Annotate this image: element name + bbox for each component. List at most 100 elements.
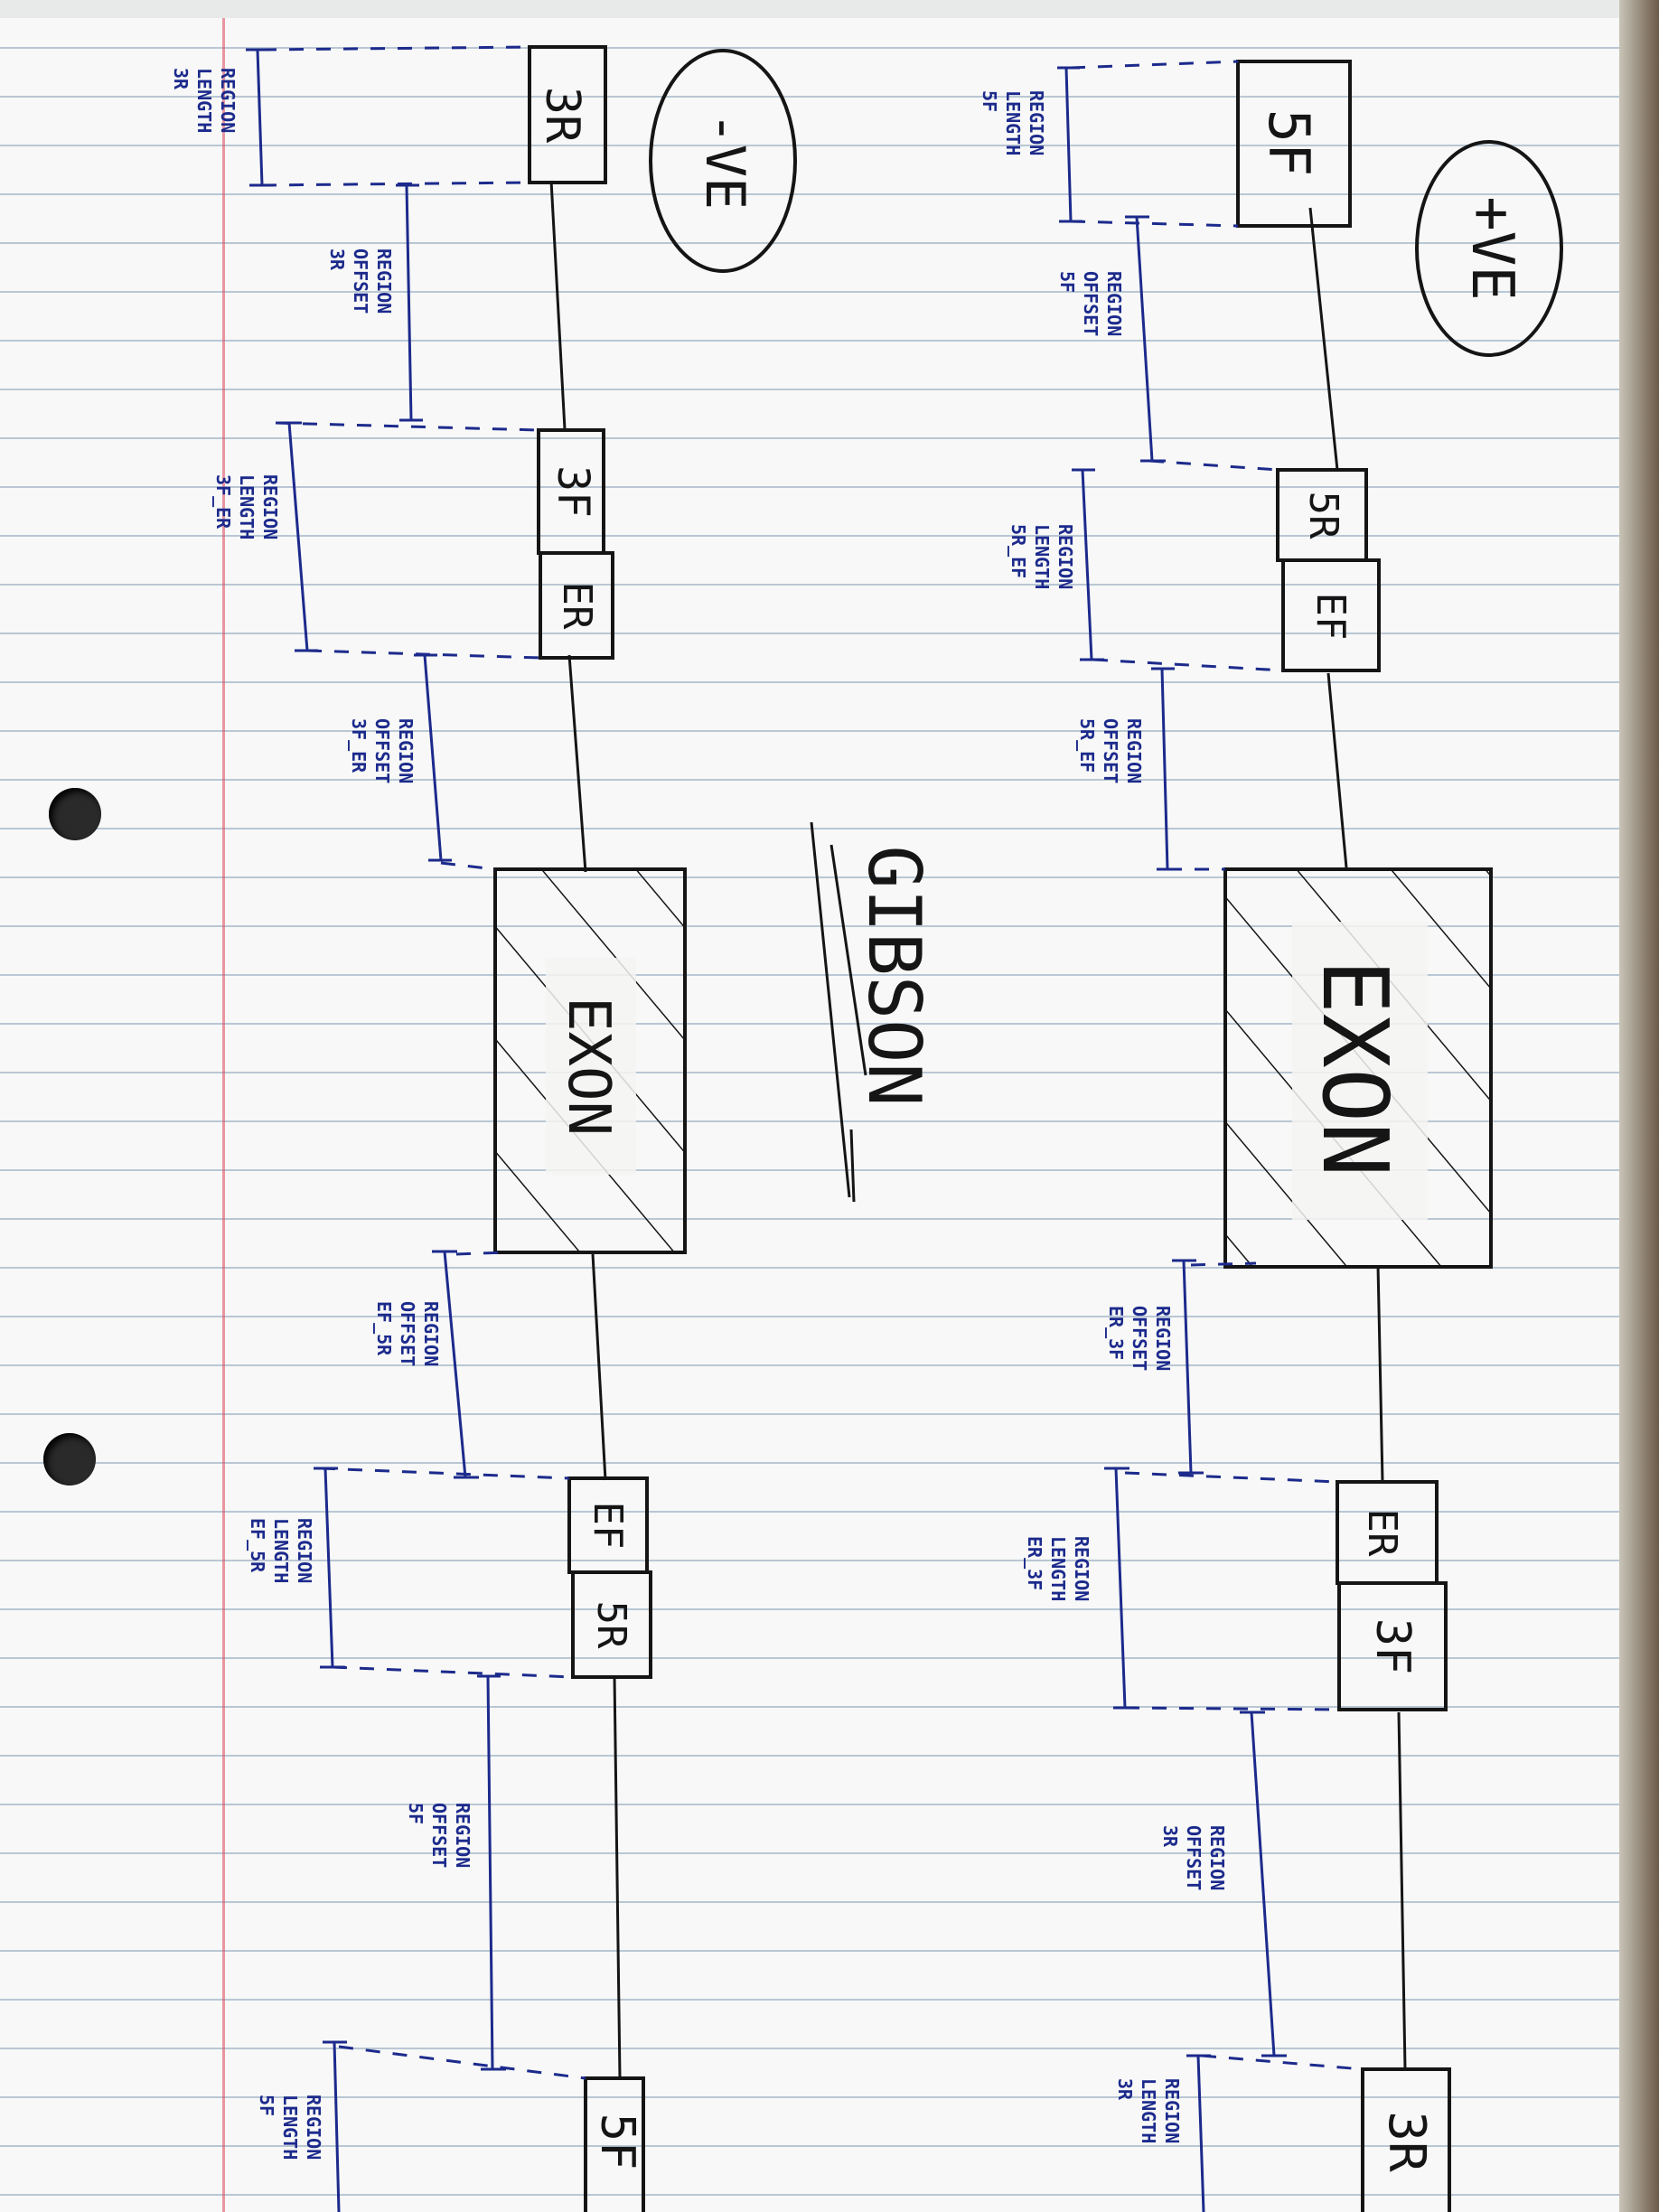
pos-ann-region-offset-5r-ef: REGION OFFSET 5R_EF — [1076, 718, 1145, 783]
neg-ann-region-offset-3r: REGION OFFSET 3R — [326, 248, 395, 314]
neg-ann-region-offset-ef-5r: REGION OFFSET EF_5R — [373, 1301, 442, 1366]
svg-text:LENGTH: LENGTH — [270, 1518, 292, 1583]
neg-exon-label: EXON — [555, 997, 622, 1136]
svg-text:OFFSET: OFFSET — [371, 718, 393, 783]
svg-text:5F: 5F — [405, 1803, 426, 1824]
svg-text:REGION: REGION — [1152, 1306, 1174, 1371]
svg-text:OFFSET: OFFSET — [1183, 1825, 1204, 1890]
neg-dimension-lines — [246, 48, 506, 2212]
pos-box-exon: EXON — [1223, 867, 1493, 1269]
pos-ann-region-length-er-3f: REGION LENGTH ER_3F — [1024, 1536, 1092, 1601]
svg-text:EF_5R: EF_5R — [247, 1518, 268, 1573]
pos-box-3r: 3R — [1361, 2067, 1451, 2212]
neg-ann-region-length-ef-5r: REGION LENGTH EF_5R — [247, 1518, 315, 1583]
neg-ef-label: EF — [585, 1502, 631, 1550]
neg-annotations: REGION LENGTH 3R REGION OFFSET 3R REGION… — [170, 68, 473, 2160]
neg-box-exon: EXON — [493, 867, 687, 1254]
desk-edge — [1619, 0, 1659, 2212]
pos-annotations: REGION LENGTH 5F REGION OFFSET 5F REGION… — [979, 90, 1228, 2143]
svg-text:LENGTH: LENGTH — [236, 474, 258, 539]
svg-text:ER_3F: ER_3F — [1024, 1536, 1045, 1590]
svg-text:5F: 5F — [1056, 271, 1078, 293]
neg-box-5f: 5F — [584, 2076, 645, 2212]
svg-text:REGION: REGION — [1206, 1825, 1228, 1890]
neg-ann-region-length-3f-er: REGION LENGTH 3F_ER — [212, 474, 281, 539]
pos-ann-region-offset-er-3f: REGION OFFSET ER_3F — [1105, 1306, 1174, 1371]
svg-text:OFFSET: OFFSET — [428, 1803, 450, 1868]
svg-text:LENGTH: LENGTH — [193, 68, 215, 133]
svg-text:LENGTH: LENGTH — [1002, 90, 1024, 155]
svg-text:LENGTH: LENGTH — [1138, 2078, 1159, 2143]
pos-5f-label: 5F — [1256, 109, 1322, 177]
svg-text:3F_ER: 3F_ER — [212, 474, 234, 530]
neg-5f-label: 5F — [590, 2114, 644, 2170]
svg-text:OFFSET: OFFSET — [1129, 1306, 1150, 1371]
neg-box-3f: 3F — [537, 428, 605, 555]
neg-strand-badge: -VE — [649, 49, 797, 273]
neg-ann-region-length-5f: REGION LENGTH 5F — [256, 2095, 324, 2160]
svg-text:REGION: REGION — [395, 718, 417, 783]
svg-text:REGION: REGION — [1161, 2078, 1183, 2143]
pos-box-er: ER — [1336, 1480, 1439, 1585]
pos-exon-label: EXON — [1302, 960, 1408, 1177]
pos-box-3f: 3F — [1337, 1581, 1448, 1711]
svg-text:3F_ER: 3F_ER — [348, 718, 370, 773]
neg-3f-label: 3F — [548, 465, 598, 518]
svg-text:OFFSET: OFFSET — [350, 248, 371, 314]
svg-text:REGION: REGION — [294, 1518, 315, 1583]
punch-hole-top — [49, 788, 101, 840]
pos-3r-label: 3R — [1377, 2111, 1436, 2172]
pos-5r-label: 5R — [1300, 492, 1346, 539]
pos-ann-region-length-5r-ef: REGION LENGTH 5R_EF — [1008, 524, 1076, 589]
svg-text:REGION: REGION — [373, 248, 395, 314]
svg-text:EF_5R: EF_5R — [373, 1301, 395, 1356]
svg-text:ER_3F: ER_3F — [1105, 1306, 1127, 1360]
svg-text:3R: 3R — [170, 68, 192, 90]
svg-text:LENGTH: LENGTH — [279, 2095, 301, 2160]
neg-ann-region-offset-5f: REGION OFFSET 5F — [405, 1803, 473, 1868]
svg-text:REGION: REGION — [1103, 271, 1125, 336]
svg-text:5F: 5F — [979, 90, 1000, 112]
negative-strand: 3R 3F ER EXON EF — [170, 45, 797, 2212]
svg-text:5R_EF: 5R_EF — [1076, 718, 1098, 773]
neg-5r-label: 5R — [588, 1601, 634, 1649]
pos-3f-label: 3F — [1365, 1618, 1420, 1675]
svg-text:REGION: REGION — [1071, 1536, 1092, 1601]
svg-text:REGION: REGION — [259, 474, 281, 539]
pos-box-5f: 5F — [1236, 60, 1352, 228]
neg-box-3r: 3R — [528, 45, 607, 184]
neg-dashed-guides — [261, 45, 586, 2080]
neg-ann-region-length-3r: REGION LENGTH 3R — [170, 68, 239, 133]
svg-text:REGION: REGION — [1054, 524, 1076, 589]
page-top-edge — [0, 0, 1659, 18]
svg-text:3R: 3R — [1114, 2078, 1136, 2101]
svg-text:REGION: REGION — [217, 68, 239, 133]
svg-text:5R_EF: 5R_EF — [1008, 524, 1029, 578]
punch-hole-bottom — [43, 1433, 96, 1486]
neg-box-5r: 5R — [571, 1570, 652, 1679]
title-text: GIBSON — [852, 846, 936, 1107]
svg-text:OFFSET: OFFSET — [1100, 718, 1121, 783]
svg-text:REGION: REGION — [1123, 718, 1145, 783]
pos-box-5r: 5R — [1276, 468, 1368, 562]
pos-strand-label: +VE — [1458, 196, 1525, 301]
neg-box-ef: EF — [567, 1476, 649, 1574]
svg-text:LENGTH: LENGTH — [1031, 524, 1053, 589]
pos-ann-region-length-3r: REGION LENGTH 3R — [1114, 2078, 1183, 2143]
svg-text:OFFSET: OFFSET — [1080, 271, 1101, 336]
pos-dashed-guides — [1070, 60, 1364, 2071]
neg-er-label: ER — [554, 582, 600, 630]
diagram-title: GIBSON — [810, 821, 936, 1203]
neg-strand-label: -VE — [693, 112, 756, 210]
neg-3r-label: 3R — [535, 87, 589, 144]
positive-strand: 5F 5R EF EXON ER — [979, 60, 1563, 2212]
pos-ann-region-length-5f: REGION LENGTH 5F — [979, 90, 1047, 155]
svg-text:5F: 5F — [256, 2095, 277, 2116]
pos-ef-label: EF — [1308, 593, 1354, 641]
pos-ann-region-offset-5f: REGION OFFSET 5F — [1056, 271, 1125, 336]
neg-ann-region-offset-3f-er: REGION OFFSET 3F_ER — [348, 718, 417, 783]
svg-text:REGION: REGION — [303, 2095, 324, 2160]
pos-strand-badge: +VE — [1415, 140, 1563, 357]
pos-box-ef: EF — [1281, 558, 1381, 672]
